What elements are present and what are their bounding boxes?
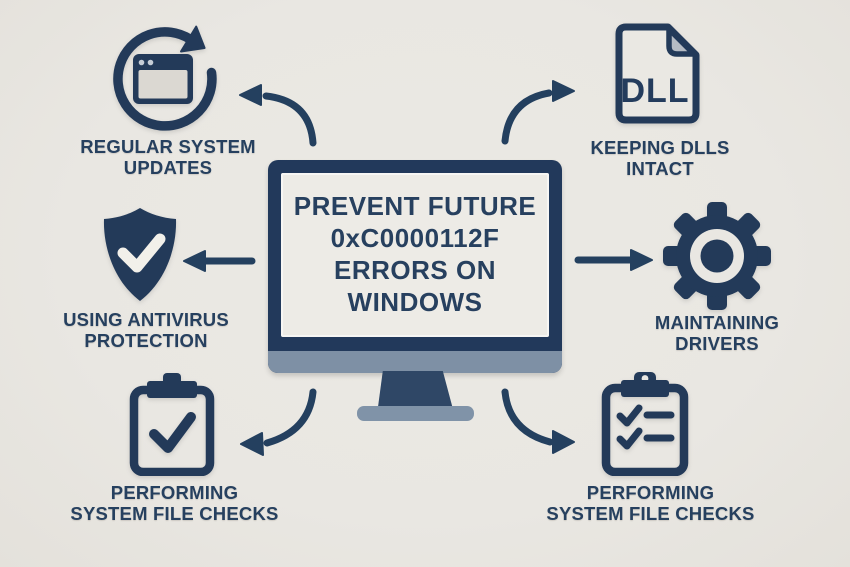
label-performing-system-file-checks-left: PERFORMING SYSTEM FILE CHECKS — [52, 482, 297, 524]
label-line: KEEPING DLLS — [590, 137, 730, 158]
title-line-2: 0xC0000112F — [330, 223, 500, 253]
label-line: INTACT — [626, 158, 694, 179]
label-line: REGULAR SYSTEM — [80, 136, 256, 157]
refresh-arrowhead — [180, 25, 206, 53]
label-regular-system-updates: REGULAR SYSTEM UPDATES — [48, 136, 288, 178]
page-title: PREVENT FUTURE 0xC0000112F ERRORS ON WIN… — [281, 190, 549, 318]
monitor-base — [357, 406, 474, 421]
label-line: PERFORMING — [586, 482, 715, 503]
clipboard-checklist-icon — [601, 372, 689, 476]
dll-badge: DLL — [620, 72, 689, 110]
check-mark — [149, 412, 196, 453]
arrow-to-sfc-left — [263, 388, 317, 447]
shield-check-icon — [103, 208, 177, 301]
arrowhead-drivers — [630, 249, 653, 271]
arrow-to-dll — [501, 89, 553, 145]
clipboard-check-icon — [129, 373, 215, 476]
checklist-check — [616, 427, 643, 450]
arrowhead-dll — [552, 80, 575, 102]
clipboard-clip — [621, 380, 669, 397]
title-line-3: ERRORS ON — [334, 255, 496, 285]
label-line: SYSTEM FILE CHECKS — [70, 503, 279, 524]
gear-icon — [663, 202, 771, 310]
label-line: UPDATES — [123, 157, 213, 178]
arrowhead-antivirus — [183, 250, 206, 272]
arrowhead-updates — [239, 84, 262, 106]
check-mark — [117, 233, 166, 273]
gear-hub — [700, 239, 734, 273]
monitor-chin — [268, 351, 562, 373]
label-line: PERFORMING — [110, 482, 239, 503]
arrowhead-sfc-left — [240, 432, 264, 456]
window-body — [138, 70, 188, 99]
label-line: DRIVERS — [675, 333, 759, 354]
arrow-to-sfc-right — [501, 388, 554, 446]
label-line: MAINTAINING — [654, 312, 780, 333]
label-keeping-dlls-intact: KEEPING DLLS INTACT — [545, 137, 775, 179]
title-line-4: WINDOWS — [347, 287, 483, 317]
page-fold — [666, 26, 697, 57]
label-line: SYSTEM FILE CHECKS — [546, 503, 755, 524]
window-dot — [147, 59, 154, 66]
monitor-screen: PREVENT FUTURE 0xC0000112F ERRORS ON WIN… — [281, 173, 549, 337]
label-maintaining-drivers: MAINTAINING DRIVERS — [597, 312, 837, 354]
system-update-refresh-icon — [113, 25, 217, 131]
monitor-illustration: PREVENT FUTURE 0xC0000112F ERRORS ON WIN… — [268, 160, 562, 373]
window-dot — [138, 59, 145, 66]
label-line: PROTECTION — [84, 330, 208, 351]
label-line: USING ANTIVIRUS — [63, 309, 229, 330]
checklist-check — [616, 404, 643, 427]
label-using-antivirus-protection: USING ANTIVIRUS PROTECTION — [26, 309, 266, 351]
title-line-1: PREVENT FUTURE — [293, 191, 537, 221]
monitor-stand — [378, 371, 453, 407]
dll-file-icon: DLL — [615, 23, 700, 124]
clipboard-clip — [147, 381, 197, 398]
label-performing-system-file-checks-right: PERFORMING SYSTEM FILE CHECKS — [528, 482, 773, 524]
arrowhead-sfc-right — [552, 430, 575, 454]
